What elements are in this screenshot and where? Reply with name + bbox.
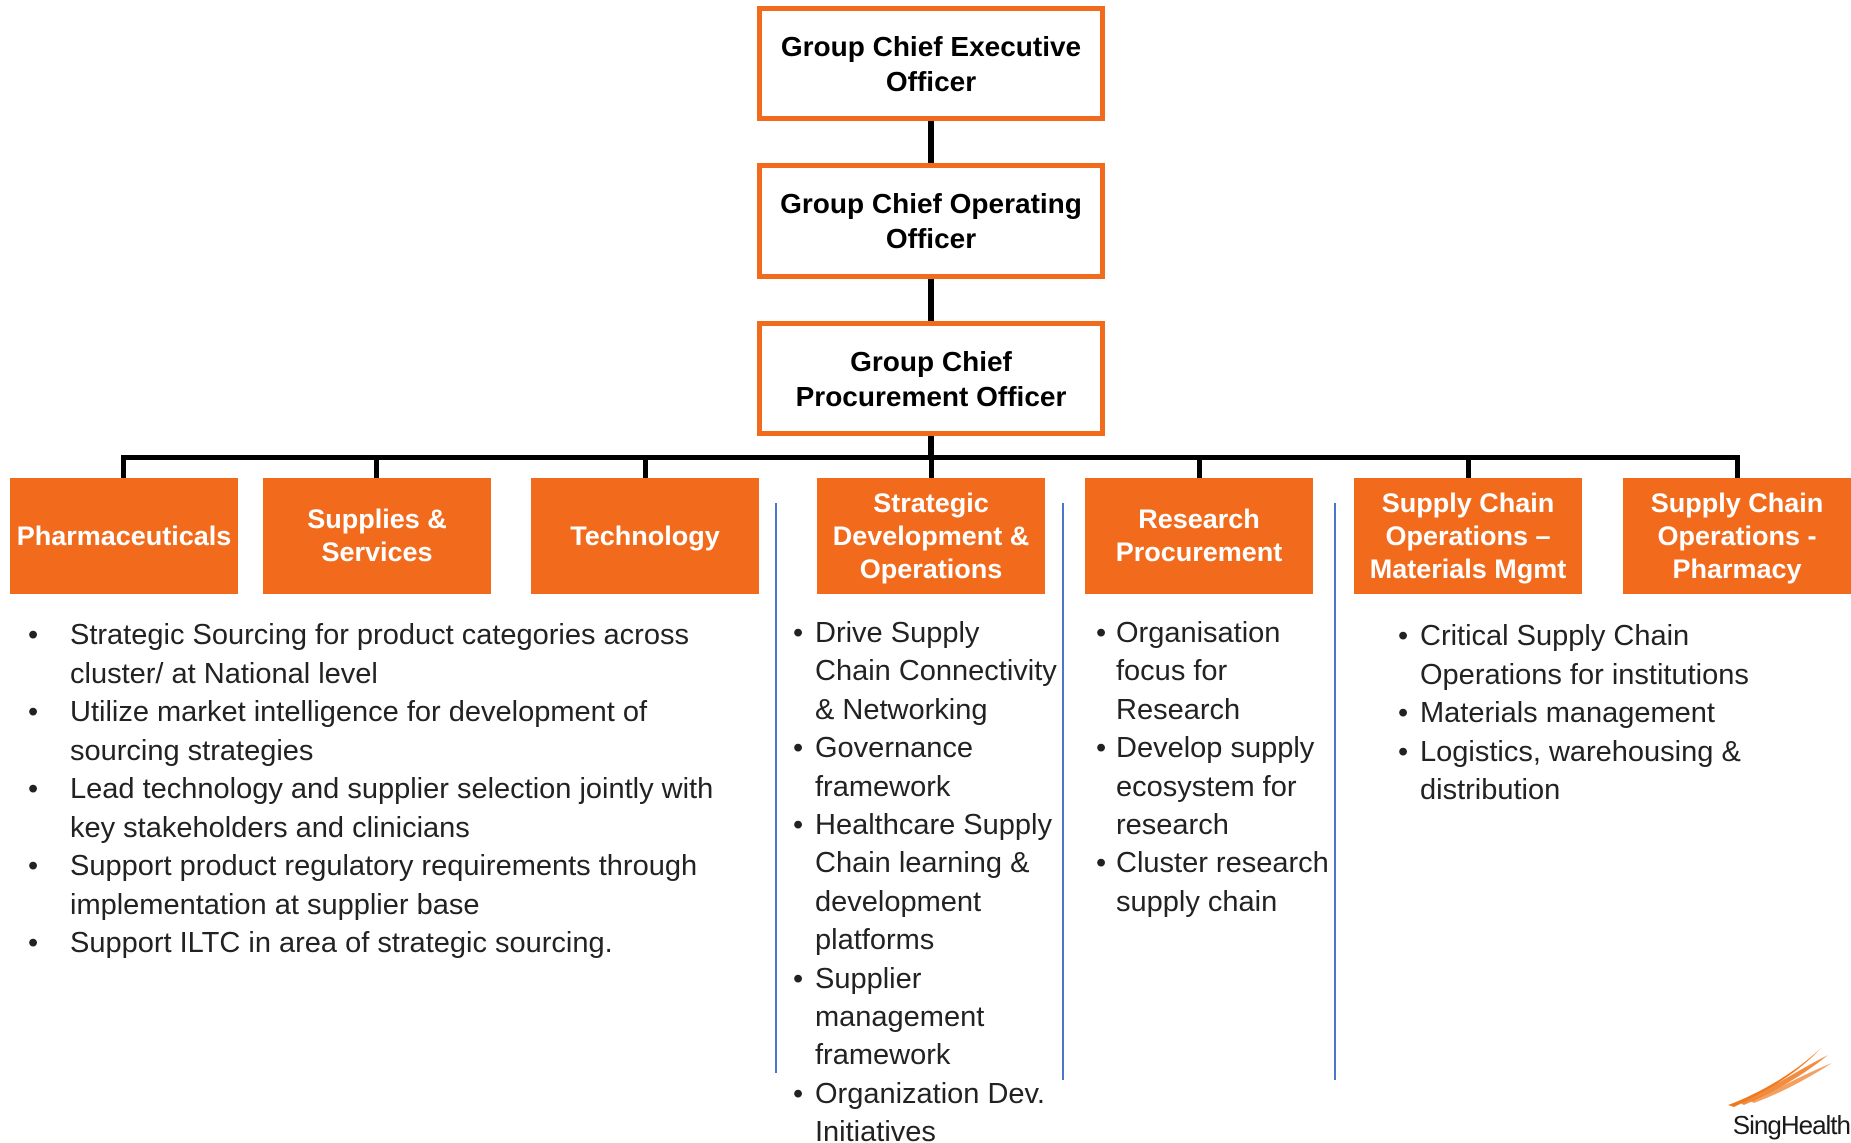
connector-drop-supplies [374,455,379,480]
list-item: Supplier management framework [793,960,1063,1075]
list-item: Drive Supply Chain Connectivity & Networ… [793,614,1063,729]
list-item: Develop supply ecosystem for research [1096,729,1336,844]
ceo-box: Group Chief Executive Officer [757,6,1105,121]
dept-label: Technology [570,520,720,551]
connector-drop-strategic [929,455,934,480]
cpo-box: Group Chief Procurement Officer [757,321,1105,436]
connector-drop-pharmaceuticals [121,455,126,480]
list-item: Cluster research supply chain [1096,844,1336,921]
connector-drop-technology [643,455,648,480]
list-item: Healthcare Supply Chain learning & devel… [793,806,1063,960]
list-item: Critical Supply Chain Operations for ins… [1398,617,1798,694]
dept-label: Pharmaceuticals [16,520,232,551]
connector-drop-sco-pharmacy [1735,455,1740,480]
coo-box: Group Chief Operating Officer [757,163,1105,279]
connector-drop-research [1197,455,1202,480]
dept-box-sco-materials: Supply Chain Operations – Materials Mgmt [1354,478,1582,594]
dept-box-strategic-development: Strategic Development & Operations [817,478,1045,594]
coo-label: Group Chief Operating Officer [780,188,1082,254]
list-item: Lead technology and supplier selection j… [28,770,718,847]
bullet-list-supply-chain-ops: Critical Supply Chain Operations for ins… [1398,617,1798,810]
bullet-list-strategic-development: Drive Supply Chain Connectivity & Networ… [793,614,1063,1143]
list-item: Materials management [1398,694,1798,733]
cpo-label: Group Chief Procurement Officer [795,345,1067,412]
bullet-list-research: Organisation focus for Research Develop … [1096,614,1336,921]
dept-box-pharmaceuticals: Pharmaceuticals [10,478,238,594]
dept-label: Supply Chain Operations - Pharmacy [1650,487,1824,584]
connector-cpo-bus [928,435,934,460]
dept-box-technology: Technology [531,478,759,594]
separator-line [775,503,777,1073]
list-item: Logistics, warehousing & distribution [1398,733,1798,810]
dept-label: Research Procurement [1115,504,1283,567]
list-item: Strategic Sourcing for product categorie… [28,616,718,693]
list-item: Governance framework [793,729,1063,806]
list-item: Support product regulatory requirements … [28,847,718,924]
list-item: Utilize market intelligence for developm… [28,693,718,770]
separator-line [1062,503,1064,1080]
dept-label: Strategic Development & Operations [832,487,1030,584]
logo-swoosh-icon [1728,1047,1832,1107]
dept-box-supplies-services: Supplies & Services [263,478,491,594]
dept-box-research-procurement: Research Procurement [1085,478,1313,594]
connector-coo-cpo [928,278,934,323]
connector-drop-sco-materials [1466,455,1471,480]
dept-box-sco-pharmacy: Supply Chain Operations - Pharmacy [1623,478,1851,594]
ceo-label: Group Chief Executive Officer [780,30,1082,97]
dept-label: Supplies & Services [307,504,447,567]
list-item: Organisation focus for Research [1096,614,1336,729]
bullet-list-sourcing: Strategic Sourcing for product categorie… [28,616,718,963]
connector-ceo-coo [928,120,934,165]
dept-label: Supply Chain Operations – Materials Mgmt [1369,487,1567,584]
list-item: Organization Dev. Initiatives [793,1075,1063,1143]
logo-text: SingHealth [1732,1110,1851,1140]
list-item: Support ILTC in area of strategic sourci… [28,924,718,963]
singhealth-logo: SingHealth [1720,1043,1851,1143]
